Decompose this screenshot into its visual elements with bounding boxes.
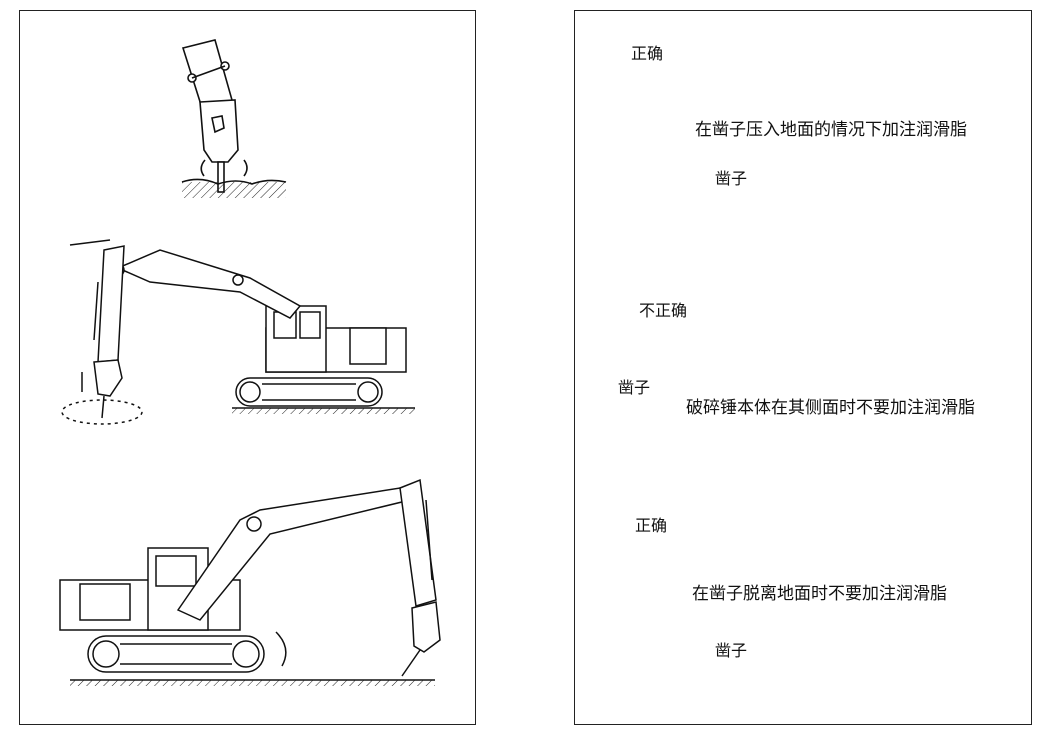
right-instruction-panel — [574, 10, 1032, 725]
chisel-label-2: 凿子 — [618, 378, 651, 397]
status-correct-2: 正确 — [635, 516, 668, 535]
excavator-angled-breaker-figure — [59, 478, 441, 686]
note-off-ground: 在凿子脱离地面时不要加注润滑脂 — [692, 584, 947, 604]
note-press-into-ground: 在凿子压入地面的情况下加注润滑脂 — [695, 120, 967, 140]
chisel-label-1: 凿子 — [715, 169, 748, 188]
breaker-in-ground-figure — [181, 39, 287, 198]
status-correct-1: 正确 — [631, 44, 664, 63]
chisel-label-3: 凿子 — [715, 641, 748, 660]
excavator-vertical-breaker-figure — [61, 239, 415, 425]
note-breaker-sideways: 破碎锤本体在其侧面时不要加注润滑脂 — [686, 398, 975, 418]
status-incorrect: 不正确 — [639, 301, 688, 320]
